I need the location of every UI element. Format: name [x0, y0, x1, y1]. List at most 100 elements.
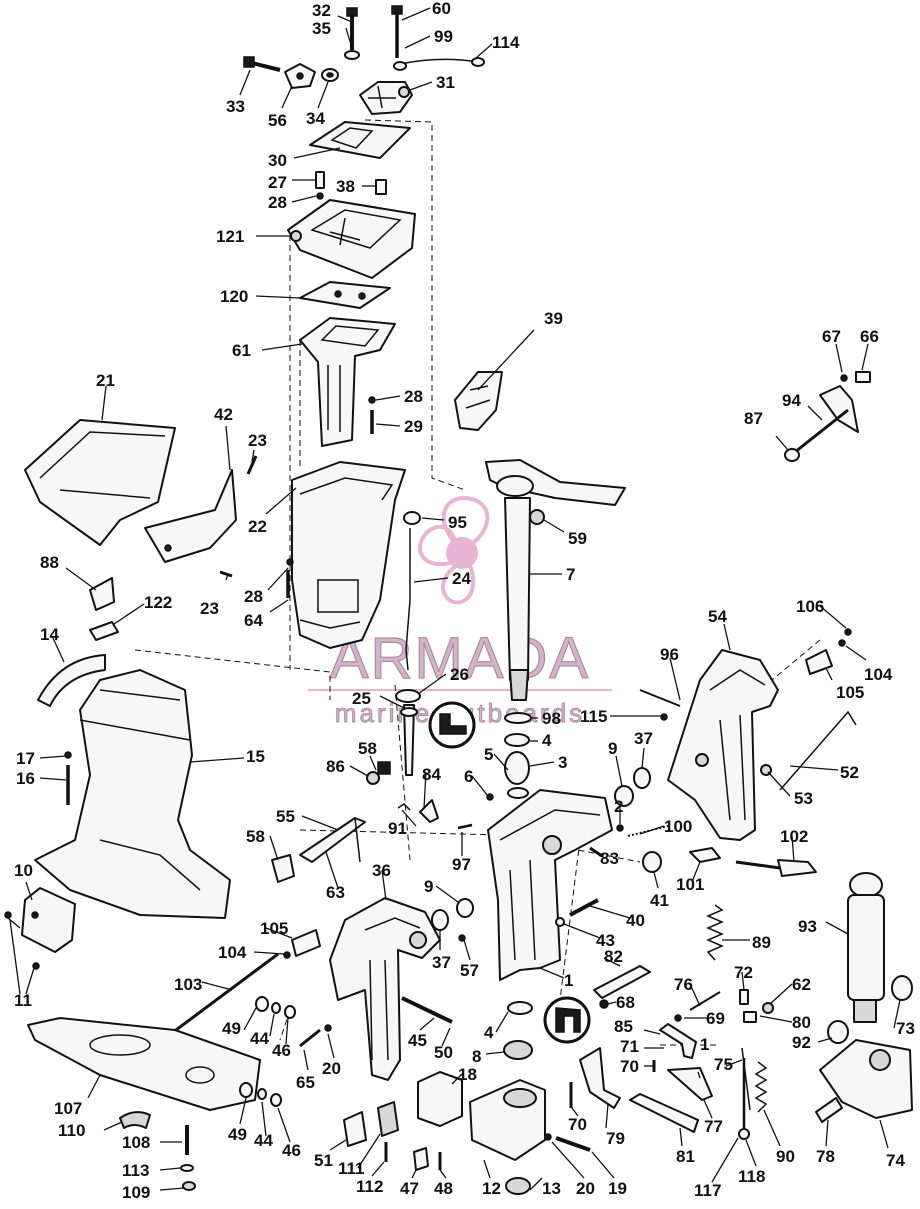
- callout-11: 11: [14, 991, 32, 1010]
- callout-80: 80: [792, 1013, 811, 1032]
- callout-107: 107: [54, 1099, 82, 1118]
- callout-23: 23: [248, 431, 267, 450]
- yoke-12: [469, 1079, 546, 1161]
- spring-90: [754, 1061, 768, 1113]
- callout-30: 30: [268, 151, 287, 170]
- callout-76: 76: [674, 975, 693, 994]
- callout-17: 17: [16, 749, 35, 768]
- callout-60: 60: [432, 0, 451, 18]
- callout-85: 85: [614, 1017, 633, 1036]
- bushing-49a: [255, 996, 269, 1012]
- washer-28b: [368, 396, 376, 404]
- callout-109: 109: [122, 1183, 150, 1202]
- shield-42: [144, 469, 237, 563]
- callout-108: 108: [122, 1133, 150, 1152]
- washer-113: [180, 1164, 194, 1172]
- callout-26: 26: [450, 665, 469, 684]
- callout-88: 88: [40, 553, 59, 572]
- callout-9: 9: [608, 739, 617, 758]
- callout-92: 92: [792, 1033, 811, 1052]
- callout-104: 104: [864, 665, 893, 684]
- callout-121: 121: [216, 227, 244, 246]
- knob-87: [784, 448, 800, 462]
- callout-103: 103: [174, 975, 202, 994]
- callout-66: 66: [860, 327, 879, 346]
- screw-97: [457, 823, 473, 830]
- nut-109: [182, 1181, 196, 1191]
- ring-4b: [507, 1001, 533, 1015]
- callout-95: 95: [448, 513, 467, 532]
- pin-25: [400, 704, 418, 776]
- liner-3: [504, 751, 530, 785]
- callout-46: 46: [282, 1141, 301, 1160]
- callout-10: 10: [14, 861, 33, 880]
- callout-101: 101: [676, 875, 704, 894]
- washer-98: [504, 712, 532, 724]
- ring-4a: [504, 733, 530, 747]
- cover-10: [21, 887, 76, 953]
- spacer-80: [743, 1011, 757, 1023]
- callout-20: 20: [576, 1179, 595, 1198]
- lower-plate-107: [27, 1017, 261, 1111]
- bushing-92: [827, 1020, 849, 1044]
- callout-37: 37: [432, 953, 451, 972]
- callout-78: 78: [816, 1147, 835, 1166]
- callout-86: 86: [326, 757, 345, 776]
- callout-77: 77: [704, 1117, 723, 1136]
- clip-88: [89, 577, 115, 611]
- bushing-9b: [614, 785, 634, 807]
- knob-58b: [377, 761, 391, 775]
- nut-13: [505, 1177, 531, 1195]
- washer-20b: [544, 1133, 552, 1141]
- clip-101: [689, 847, 721, 863]
- callout-105: 105: [260, 919, 288, 938]
- callout-122: 122: [144, 593, 172, 612]
- callout-35: 35: [312, 19, 331, 38]
- seal-14: [37, 654, 106, 707]
- nut-62: [762, 1002, 774, 1014]
- screw-68: [599, 999, 609, 1009]
- callout-15: 15: [246, 747, 265, 766]
- callout-99: 99: [434, 27, 453, 46]
- callout-75: 75: [714, 1055, 733, 1074]
- callout-28: 28: [244, 587, 263, 606]
- plate-56: [284, 63, 316, 89]
- callout-105: 105: [836, 683, 864, 702]
- callout-62: 62: [792, 975, 811, 994]
- callout-98: 98: [542, 709, 561, 728]
- screw-2: [616, 824, 624, 832]
- stern-bracket-36: [329, 897, 441, 1081]
- washer-20a: [324, 1024, 332, 1032]
- lubricate-symbol-upper: [428, 701, 476, 749]
- cylinder-mount-74: [819, 1039, 913, 1119]
- bushing-49b: [239, 1082, 253, 1098]
- callout-79: 79: [606, 1129, 625, 1148]
- callout-34: 34: [306, 109, 325, 128]
- callout-117: 117: [694, 1181, 721, 1200]
- screw-23a: [246, 455, 258, 475]
- bushing-8: [503, 1040, 533, 1060]
- rod-76: [689, 991, 721, 1011]
- callout-39: 39: [544, 309, 563, 328]
- callout-72: 72: [734, 963, 753, 982]
- callout-27: 27: [268, 173, 287, 192]
- washer-106: [844, 628, 852, 636]
- callout-59: 59: [568, 529, 587, 548]
- callout-38: 38: [336, 177, 355, 196]
- callout-6: 6: [464, 767, 473, 786]
- callout-67: 67: [822, 327, 841, 346]
- callout-45: 45: [408, 1031, 427, 1050]
- gasket-30: [309, 121, 411, 159]
- exhaust-tube-22: [291, 461, 406, 649]
- callout-56: 56: [268, 111, 287, 130]
- washer-57: [458, 934, 466, 942]
- bushing-41: [642, 851, 662, 873]
- callout-58: 58: [246, 827, 265, 846]
- callout-120: 120: [220, 287, 248, 306]
- pin-27: [315, 171, 325, 189]
- washer-46a: [284, 1005, 296, 1019]
- lubricate-symbol-lower: [543, 996, 591, 1044]
- drive-shaft-housing-15: [34, 669, 231, 919]
- callout-28: 28: [268, 193, 287, 212]
- rod-96: [639, 689, 681, 707]
